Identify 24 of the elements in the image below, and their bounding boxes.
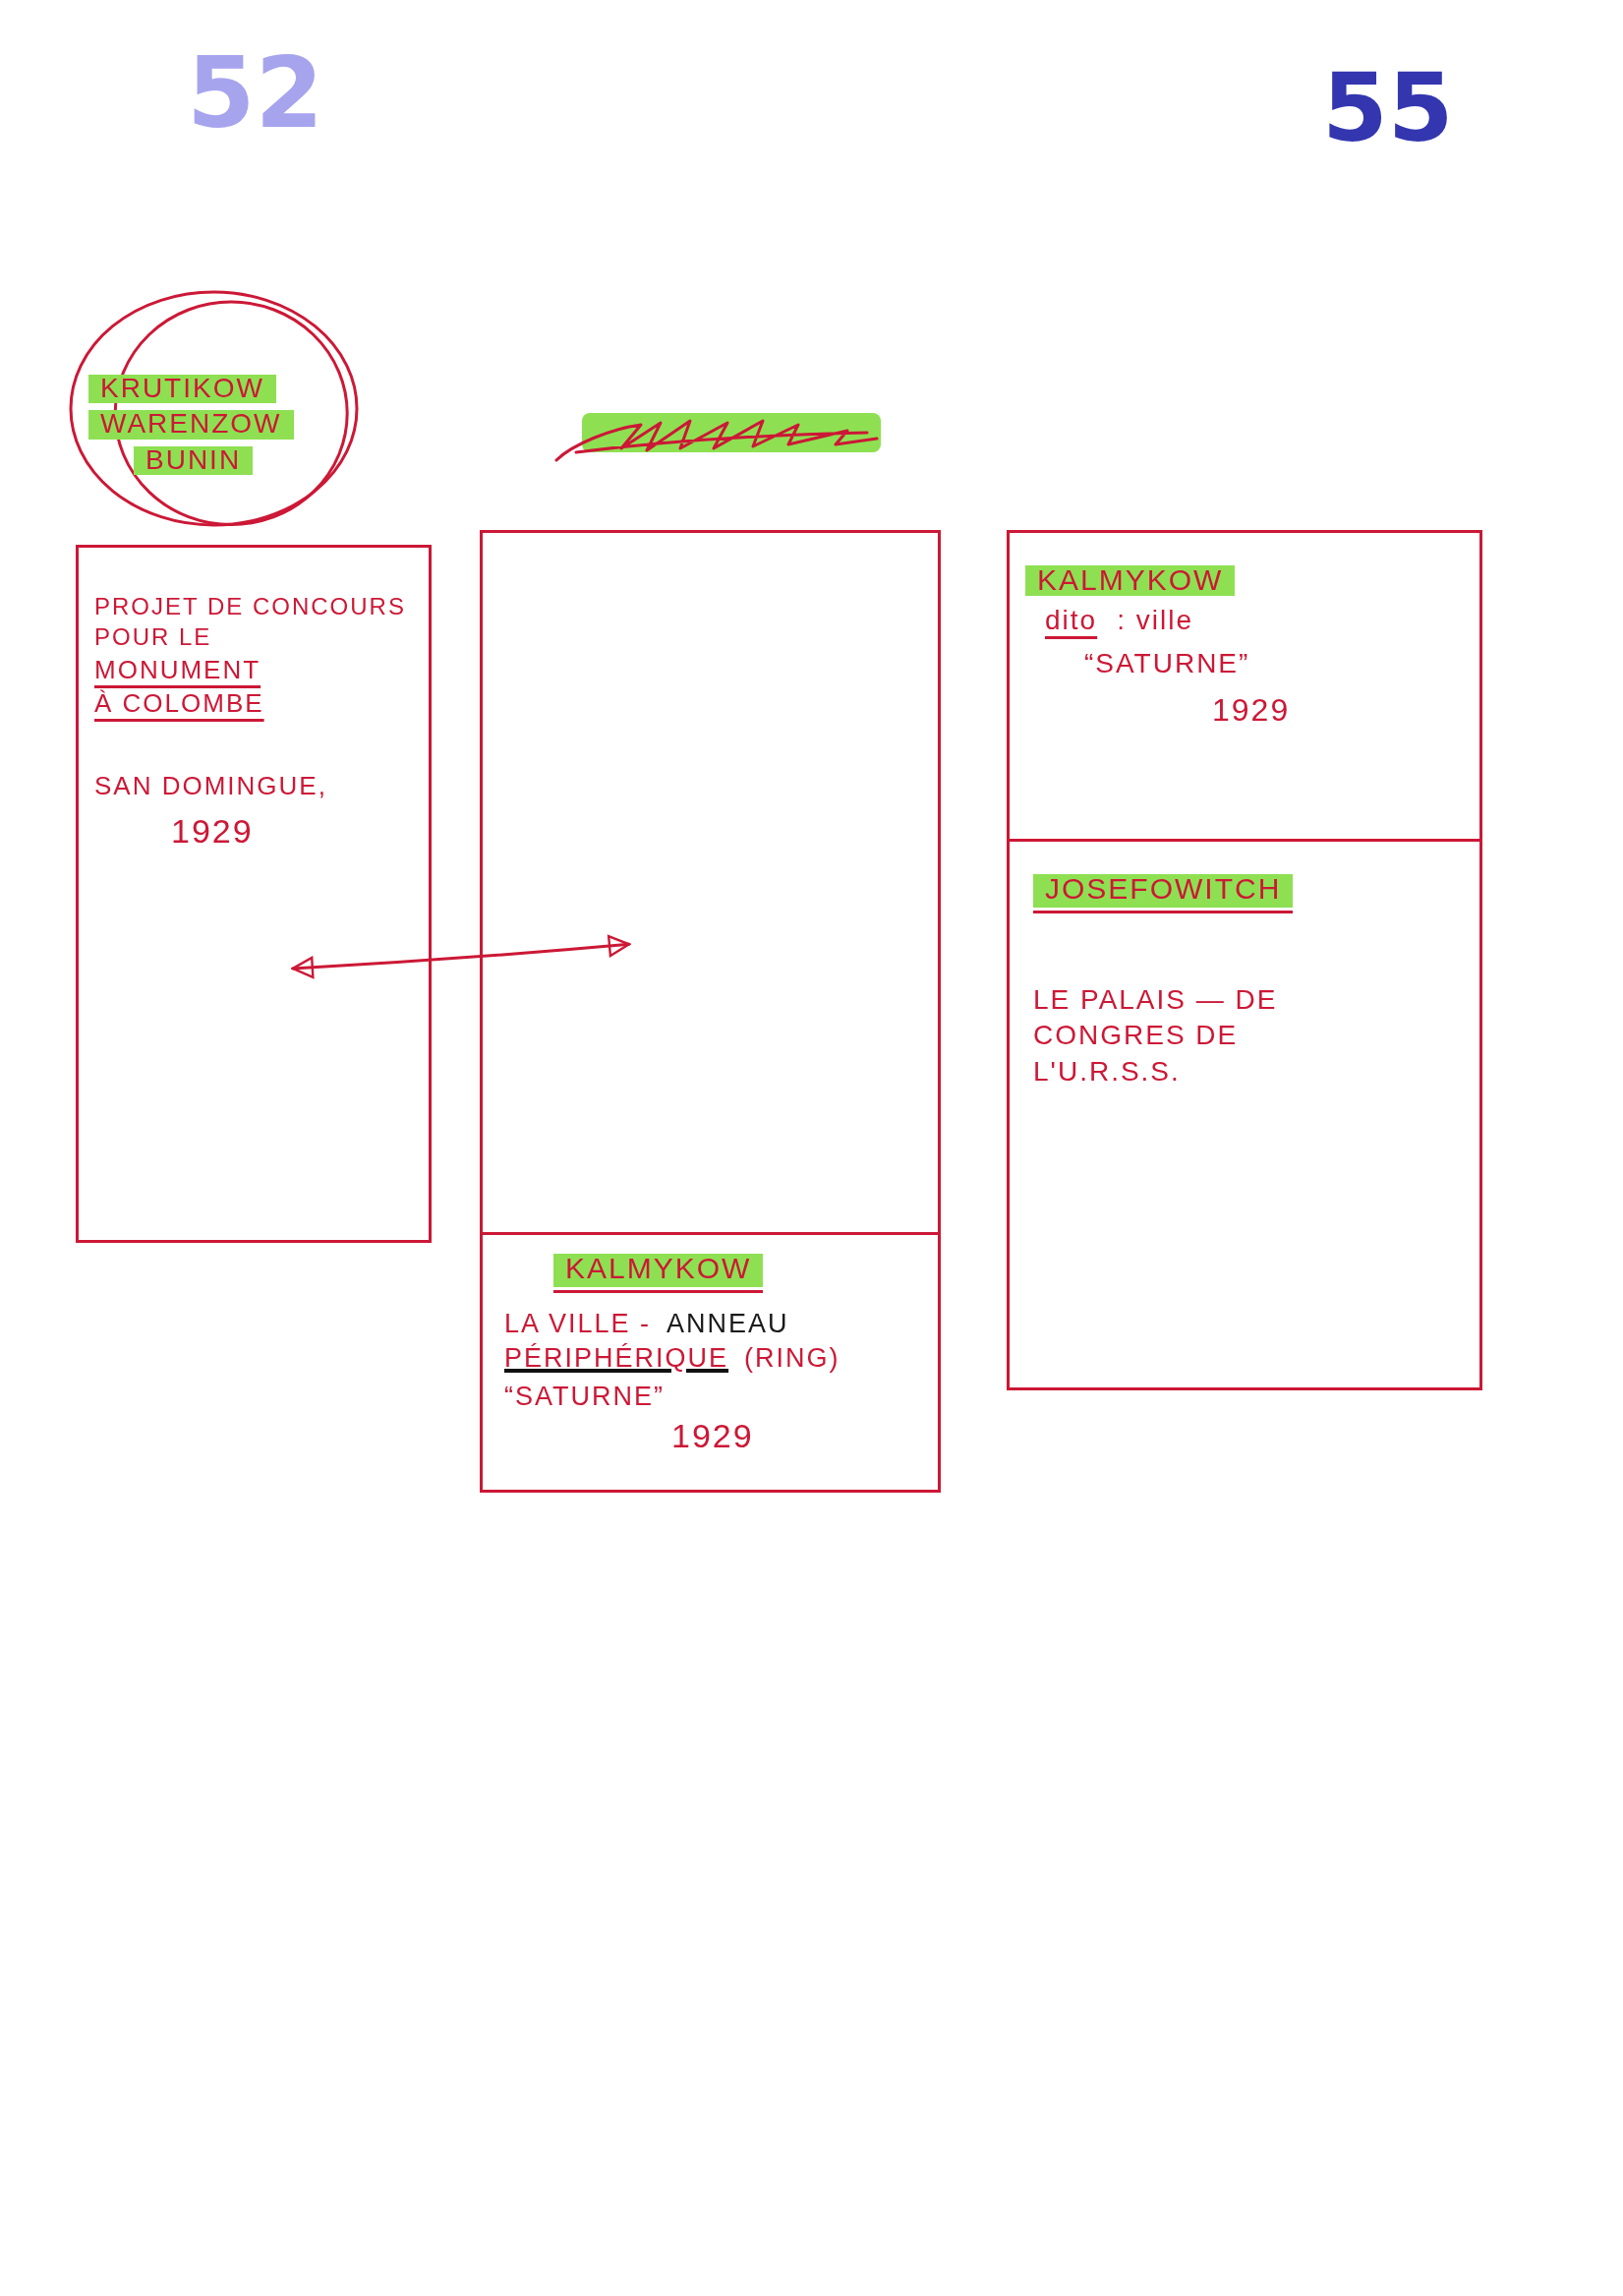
page-number: 55 <box>1322 61 1454 155</box>
project-name: “SATURNE” <box>1084 647 1250 681</box>
name-circle <box>69 290 359 527</box>
project-panel <box>1007 839 1482 1390</box>
place-name: SAN DOMINGUE, <box>94 769 327 802</box>
project-title: (RING) <box>744 1342 840 1376</box>
page-number: 52 <box>187 44 324 143</box>
empty-panel <box>480 530 941 1232</box>
struck-word: PÉRIPHÉRIQUE <box>504 1342 729 1376</box>
project-panel <box>1007 530 1482 839</box>
year-label: 1929 <box>171 810 254 852</box>
project-title: : ville <box>1117 604 1193 637</box>
project-title: LA VILLE - <box>504 1308 652 1340</box>
double-arrow <box>291 934 631 979</box>
year-label: 1929 <box>1212 690 1291 730</box>
project-title: ANNEAU <box>667 1308 789 1340</box>
dito-note: dito <box>1045 604 1098 637</box>
project-panel <box>480 1232 941 1493</box>
project-panel <box>76 545 432 1243</box>
project-title: LE PALAIS — DE CONGRES DE L'U.R.S.S. <box>1033 983 1279 1089</box>
project-name: “SATURNE” <box>504 1381 665 1414</box>
project-title: PROJET DE CONCOURS POUR LE <box>94 592 407 653</box>
year-label: 1929 <box>671 1416 754 1457</box>
project-title: MONUMENT À COLOMBE <box>94 654 265 721</box>
